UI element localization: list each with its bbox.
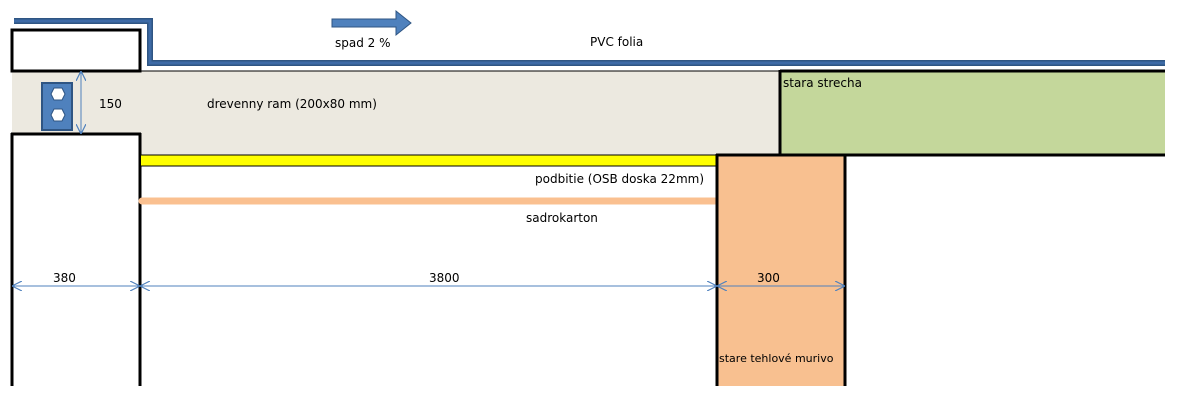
frame-height-dim-label: 150 xyxy=(99,97,122,111)
brick-wall-dim-label: 300 xyxy=(757,271,780,285)
drywall-label: sadrokarton xyxy=(526,211,598,225)
old-roof xyxy=(780,71,1165,155)
pvc-foil-fill xyxy=(14,19,1165,65)
left-wall xyxy=(12,134,140,404)
anchor-plate-icon xyxy=(41,82,73,131)
slope-arrow-icon xyxy=(331,9,412,37)
osb-soffit-label: podbitie (OSB doska 22mm) xyxy=(535,172,704,186)
timber-frame-label: drevenny ram (200x80 mm) xyxy=(207,97,377,111)
brick-wall xyxy=(717,155,845,386)
slope-label: spad 2 % xyxy=(335,36,391,50)
left-wall-dim-label: 380 xyxy=(53,271,76,285)
brick-wall-label: stare tehlové murivo xyxy=(719,352,834,365)
pvc-foil-label: PVC folia xyxy=(590,35,643,49)
osb-soffit xyxy=(141,155,717,166)
parapet-block xyxy=(10,28,142,73)
old-roof-label: stara strecha xyxy=(783,76,862,90)
span-dim-label: 3800 xyxy=(429,271,460,285)
